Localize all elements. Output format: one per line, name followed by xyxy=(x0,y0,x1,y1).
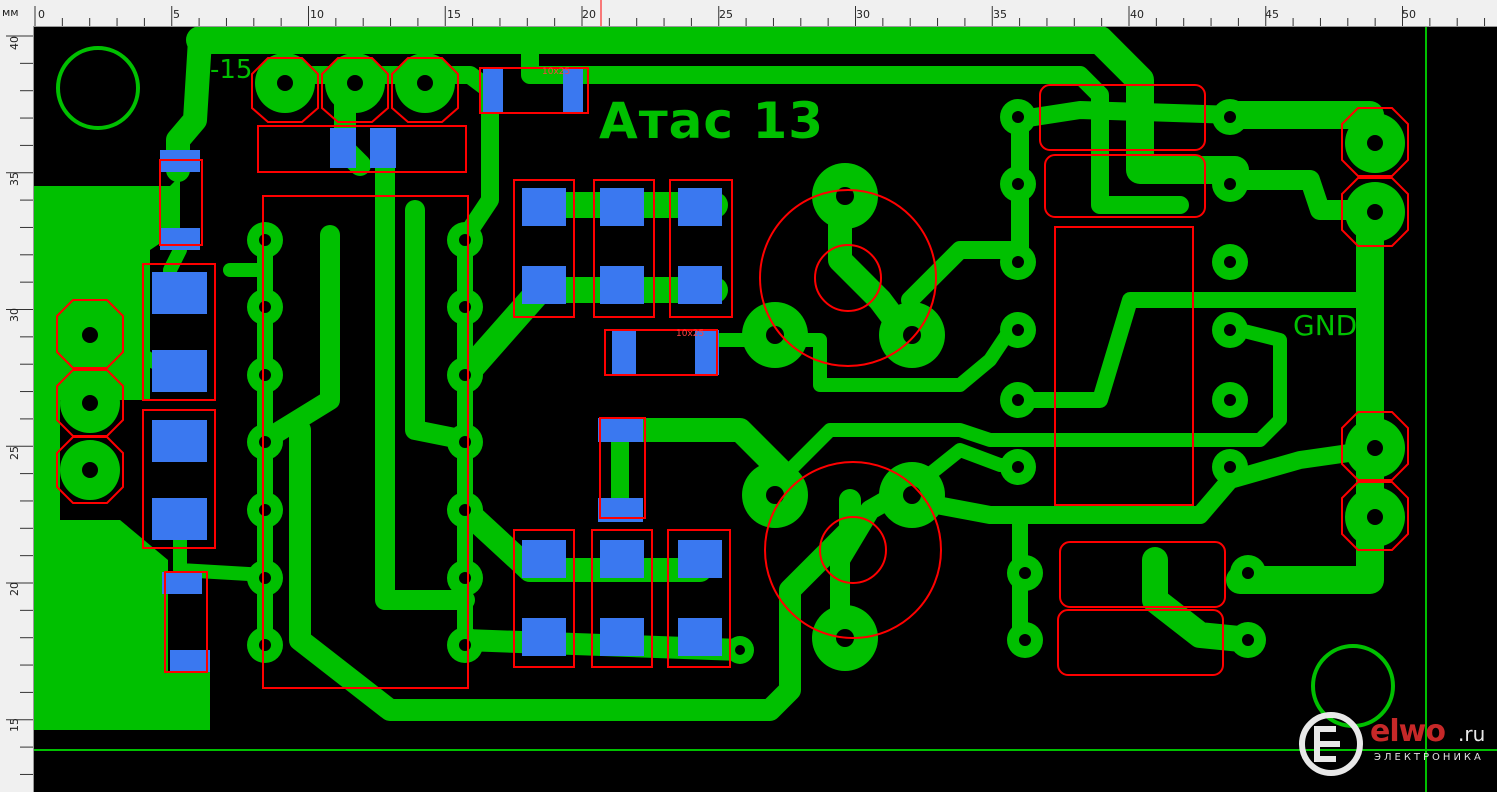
board-title: Атас 13 xyxy=(599,92,825,150)
watermark-brand: elwo xyxy=(1370,714,1446,749)
top-tick-label: 5 xyxy=(173,8,180,21)
left-tick-label: 35 xyxy=(8,172,21,186)
left-tick-label: 30 xyxy=(8,308,21,322)
part-value-label: 10x25 xyxy=(676,329,705,339)
horizontal-ruler[interactable]: мм 0 5 10 15 20 25 30 35 40 45 50 xyxy=(0,0,1497,27)
top-tick-label: 30 xyxy=(856,8,870,21)
top-tick-label: 45 xyxy=(1265,8,1279,21)
header-pad-outline xyxy=(251,57,319,123)
top-tick-label: 20 xyxy=(582,8,596,21)
vertical-ruler-ticks xyxy=(6,35,33,775)
vertical-ruler[interactable]: 40 35 30 25 20 15 xyxy=(0,26,34,792)
left-tick-label: 40 xyxy=(8,36,21,50)
watermark-subtitle: ЭЛЕКТРОНИКА xyxy=(1374,752,1484,763)
part-value-label: 10x25 xyxy=(542,67,571,77)
gnd-label: GND xyxy=(1293,309,1358,342)
top-tick-label: 40 xyxy=(1130,8,1144,21)
left-tick-label: 15 xyxy=(8,718,21,732)
top-tick-label: 25 xyxy=(719,8,733,21)
component-outlines xyxy=(56,57,1409,689)
left-tick-label: 25 xyxy=(8,446,21,460)
pcb-canvas[interactable]: Атас 13 GND -15 10x25 10x25 xyxy=(34,27,1497,792)
elwo-logo-icon xyxy=(1299,712,1363,776)
ic-outline-left xyxy=(262,195,469,689)
horizontal-ruler-ticks xyxy=(34,0,1486,26)
pcb-layout[interactable] xyxy=(34,27,1497,792)
top-tick-label: 50 xyxy=(1402,8,1416,21)
rail-label: -15 xyxy=(210,55,253,85)
top-tick-label: 10 xyxy=(310,8,324,21)
top-tick-label: 15 xyxy=(447,8,461,21)
ruler-unit-label: мм xyxy=(2,6,19,19)
site-watermark: elwo .ru ЭЛЕКТРОНИКА xyxy=(1298,708,1497,788)
top-tick-label: 35 xyxy=(993,8,1007,21)
left-tick-label: 20 xyxy=(8,582,21,596)
watermark-tld: .ru xyxy=(1458,722,1486,746)
board-outline xyxy=(34,27,1497,792)
smd-pads xyxy=(152,68,722,672)
ic-outline-right xyxy=(1054,226,1194,506)
top-tick-label: 0 xyxy=(38,8,45,21)
